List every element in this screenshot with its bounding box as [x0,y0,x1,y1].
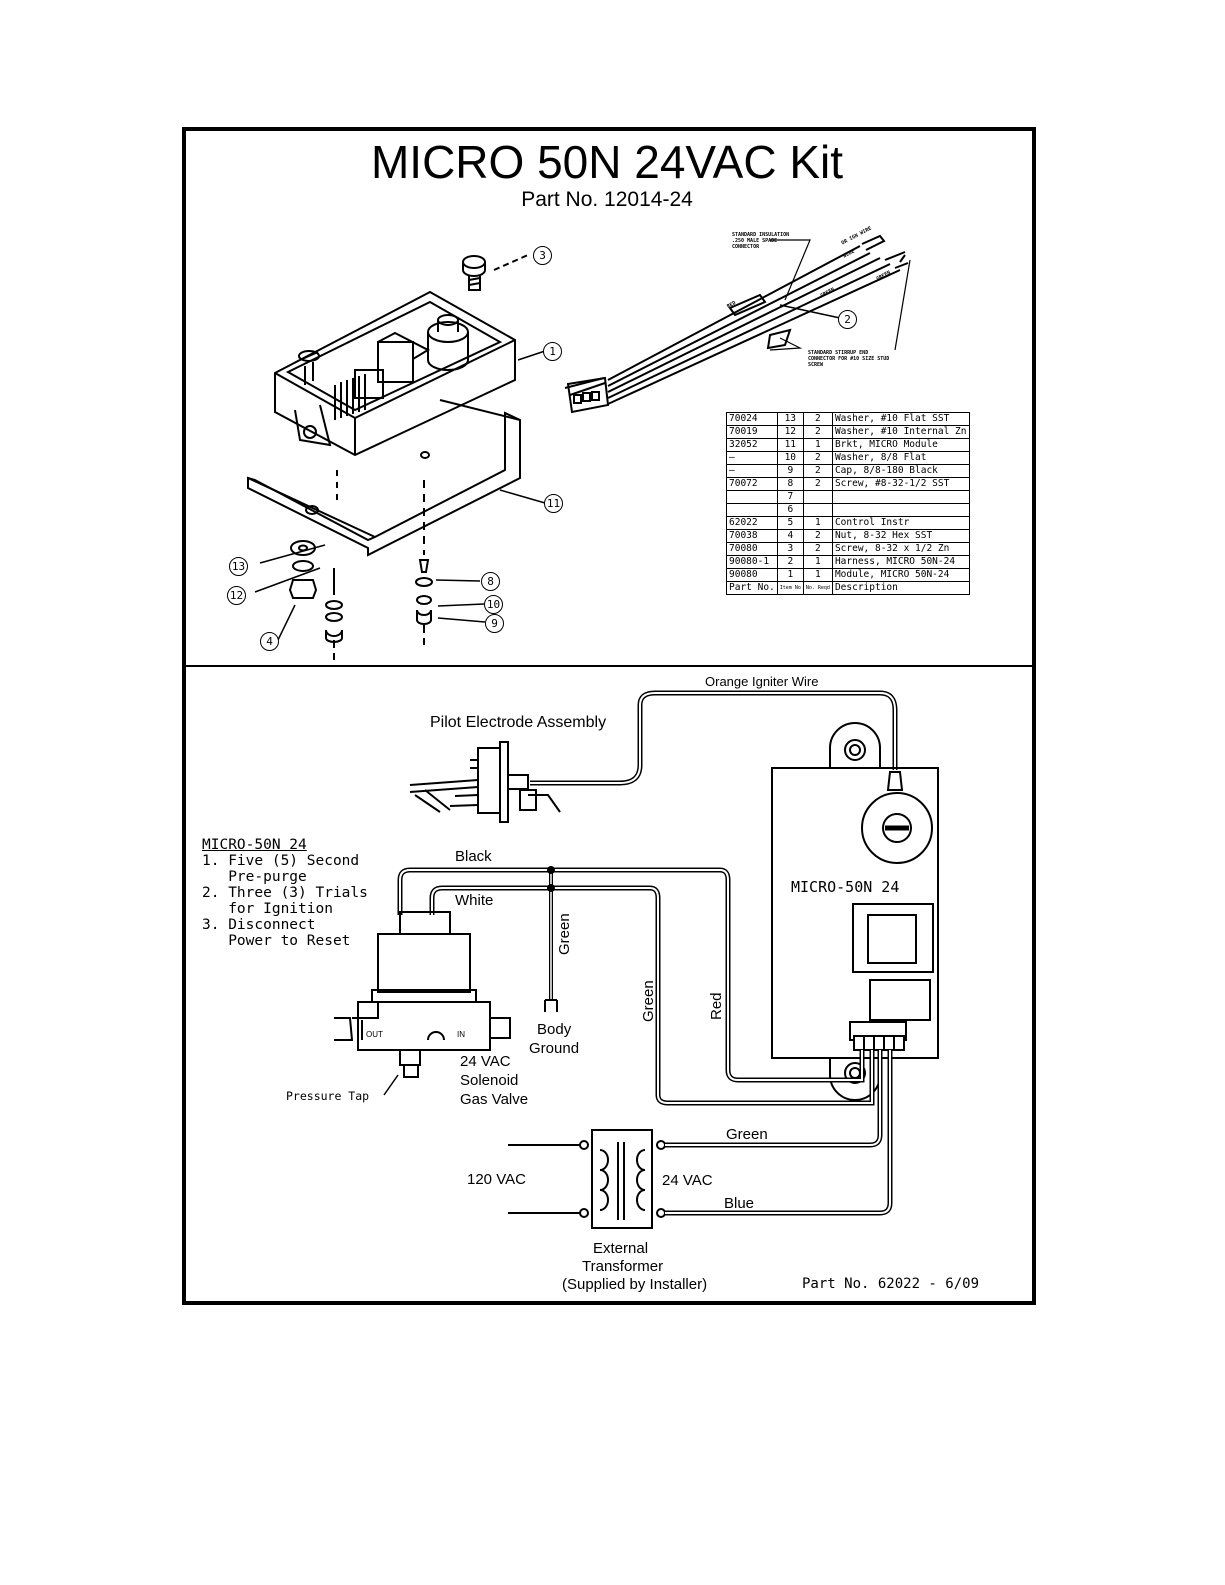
callout-2: 2 [838,310,857,329]
callout-8: 8 [481,572,500,591]
green-ground-wire-label: Green [556,913,573,955]
harness-drawing [564,234,909,414]
green-secondary-label: Green [726,1126,768,1143]
blue-secondary-label: Blue [724,1195,755,1212]
section-divider [182,665,1032,667]
orange-igniter-wire-label: Orange Igniter Wire [705,674,819,689]
parts-cell-part: Part No. [726,581,778,595]
gas-valve-drawing [334,911,511,1078]
transformer-label-2: Transformer [582,1258,664,1275]
callout-4: 4 [260,632,279,651]
black-wire-label: Black [455,848,492,865]
drawing-frame [182,127,1036,1305]
white-wire-label: White [455,892,494,909]
notes-heading: MICRO-50N 24 [202,837,307,853]
transformer-drawing [508,1129,666,1229]
note-line: 2. Three (3) Trials [202,885,368,901]
harness-note-stirrup: STANDARD STIRRUP END CONNECTOR FOR #10 S… [808,350,890,368]
pilot-electrode-label: Pilot Electrode Assembly [430,714,607,731]
callout-1: 1 [543,342,562,361]
note-line: Power to Reset [202,933,351,949]
screw-3-drawing [462,254,529,291]
callout-10: 10 [484,595,503,614]
parts-table-row: 7 [726,490,970,504]
primary-voltage-label: 120 VAC [467,1171,526,1188]
parts-cell-desc: Description [831,581,970,595]
body-ground-label-2: Ground [529,1040,580,1057]
harness-note-insulation: STANDARD INSULATION .250 MALE SPADE CONN… [732,232,790,250]
secondary-voltage-label: 24 VAC [662,1172,713,1189]
parts-cell-qty: No. Reqd [802,581,833,595]
module-label: MICRO-50N 24 [791,878,900,896]
callout-3: 3 [533,246,552,265]
valve-in-label: IN [457,1030,465,1039]
valve-out-label: OUT [366,1030,383,1039]
valve-label-2: Solenoid [460,1072,519,1089]
note-line: for Ignition [202,901,333,917]
valve-label-1: 24 VAC [460,1053,511,1070]
note-line: 3. Disconnect [202,917,316,933]
transformer-label-1: External [593,1240,649,1257]
parts-cell-qty: 2 [802,529,833,543]
transformer-label-3: (Supplied by Installer) [562,1276,708,1293]
pilot-electrode-drawing [409,741,561,823]
module-box-drawing [274,290,516,457]
bracket-11-drawing [247,399,521,557]
page-title: MICRO 50N 24VAC Kit [370,136,844,188]
body-ground-label-1: Body [537,1021,572,1038]
note-line: 1. Five (5) Second [202,853,360,869]
module-drawing [771,722,939,1101]
callout-13: 13 [229,557,248,576]
kit-part-number: Part No. 12014-24 [521,188,693,211]
hardware-right-drawing [415,480,433,645]
note-line: Pre-purge [202,869,307,885]
parts-table-row: 6 [726,503,970,517]
callout-12: 12 [227,586,246,605]
parts-cell-qty: 1 [802,438,833,452]
footer-part-number: Part No. 62022 - 6/09 [802,1276,980,1292]
hardware-left-drawing [288,540,343,660]
sequence-notes: MICRO-50N 24 1. Five (5) Second Pre-purg… [202,837,372,949]
callout-9: 9 [485,614,504,633]
valve-label-3: Gas Valve [460,1091,529,1108]
green-wire-label: Green [640,980,657,1022]
callout-11: 11 [544,494,563,513]
pressure-tap-label: Pressure Tap [286,1089,370,1103]
red-wire-label: Red [708,992,725,1020]
